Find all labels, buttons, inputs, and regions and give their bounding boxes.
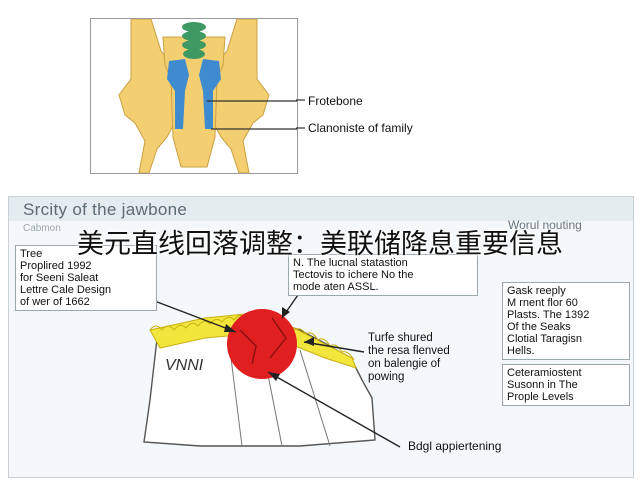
left-blue-structure — [167, 59, 189, 129]
middle-label: Turfe shured the resa flenved on balengi… — [368, 332, 450, 384]
left-box-line-1: Tree — [20, 248, 43, 260]
center-arrow-head — [282, 307, 290, 318]
vertebra-4 — [183, 49, 205, 59]
left-arrow-head — [224, 324, 236, 332]
left-info-box: Tree Proplired 1992 for Seeni Saleat Let… — [15, 245, 157, 311]
left-box-line-2: Proplired 1992 — [20, 260, 92, 272]
left-arrow — [151, 299, 237, 333]
tooth-letters: VNNI — [165, 357, 204, 374]
vertebra-3 — [182, 40, 206, 50]
vertebra-2 — [182, 31, 206, 41]
frotebone-label: Frotebone — [308, 94, 363, 108]
top-illustration-panel — [90, 18, 298, 174]
middle-label-line-4: powing — [368, 371, 405, 383]
right-info-box-2: Ceteramiostent Susonn in The Prople Leve… — [502, 364, 630, 406]
left-box-line-4: Lettre Cale Design — [20, 284, 112, 296]
middle-label-line-3: on balengie of — [368, 358, 441, 370]
diagram-title: Srcity of the jawbone — [23, 200, 188, 219]
bottom-arrow — [267, 371, 401, 448]
center-box-line-1: N. The lucnal statastion — [293, 257, 408, 269]
overlay-caption: 美元直线回落调整：美联储降息重要信息 — [77, 229, 563, 260]
family-label: Clanoniste of family — [308, 121, 413, 135]
right-info-box-1: Gask reeply M rnent flor 60 Plasts. The … — [502, 282, 630, 360]
right-box-2-line-2: Susonn in The — [507, 379, 578, 391]
right-box-1-line-3: Plasts. The 1392 — [507, 309, 590, 321]
title-bar — [9, 197, 633, 221]
bottom-arrow-head — [268, 372, 280, 381]
right-box-2-line-3: Prople Levels — [507, 391, 574, 403]
center-box-line-2: Tectovis to ichere No the — [293, 269, 414, 281]
bottom-label: Bdgl appiertening — [408, 439, 502, 453]
right-box-1-line-1: Gask reeply — [507, 285, 566, 297]
right-box-1-line-5: Clotial Taragisn — [507, 333, 583, 345]
left-box-line-5: of wer of 1662 — [20, 296, 90, 308]
top-right-text: Worul nouting — [508, 218, 582, 232]
middle-label-line-1: Turfe shured — [368, 332, 433, 344]
middle-label-line-2: the resa flenved — [368, 345, 450, 357]
red-highlight-circle — [227, 309, 297, 379]
fracture-lines — [239, 317, 287, 365]
left-box-line-3: for Seeni Saleat — [20, 272, 99, 284]
diagram-subtitle: Cabmon — [23, 223, 61, 234]
vertebra-1 — [182, 22, 206, 32]
center-info-box: N. The lucnal statastion Tectovis to ich… — [288, 254, 478, 296]
right-box-1-line-4: Of the Seaks — [507, 321, 571, 333]
spine-illustration — [118, 19, 297, 173]
right-blue-structure — [199, 59, 221, 129]
right-box-2-line-1: Ceteramiostent — [507, 367, 582, 379]
center-box-line-3: mode aten ASSL. — [293, 281, 379, 293]
right-box-1-line-6: Hells. — [507, 345, 535, 357]
right-box-1-line-2: M rnent flor 60 — [507, 297, 578, 309]
right-arrow-head — [304, 337, 314, 346]
